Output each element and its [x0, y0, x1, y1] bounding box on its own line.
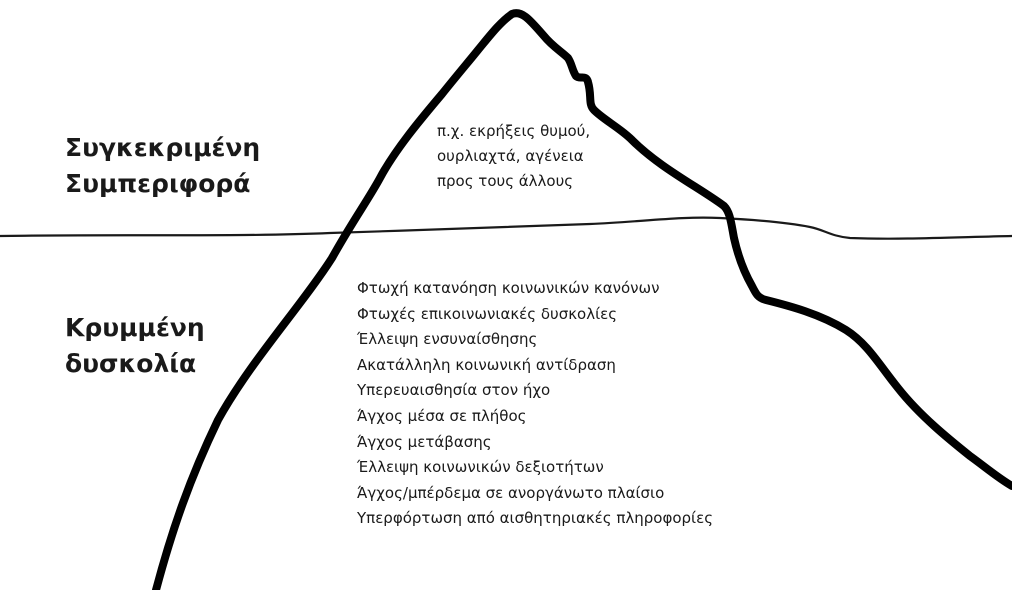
iceberg-outline	[152, 9, 1012, 590]
list-item: Υπερευαισθησία στον ήχο	[357, 381, 551, 400]
example-line: π.χ. εκρήξεις θυμού,	[437, 122, 591, 140]
list-item: Φτωχές επικοινωνιακές δυσκολίες	[357, 304, 618, 323]
water-line	[0, 216, 1012, 240]
hidden-label-line: Κρυμμένη	[65, 313, 205, 342]
list-item: Άγχος μετάβασης	[357, 432, 492, 451]
hidden-difficulties-list: Φτωχή κατανόηση κοινωνικών κανόνων Φτωχέ…	[357, 276, 713, 532]
example-line: ουρλιαχτά, αγένεια	[437, 147, 584, 165]
hidden-label-line: δυσκολία	[65, 349, 197, 378]
example-line: προς τους άλλους	[437, 172, 574, 190]
visible-label-line: Συγκεκριμένη	[65, 133, 261, 162]
visible-behavior-label: Συγκεκριμένη Συμπεριφορά	[65, 130, 260, 202]
list-item: Φτωχή κατανόηση κοινωνικών κανόνων	[357, 279, 660, 297]
list-item: Έλλειψη κοινωνικών δεξιοτήτων	[357, 458, 604, 477]
list-item: Άγχος μέσα σε πλήθος	[357, 406, 527, 425]
list-item: Άγχος/μπέρδεμα σε ανοργάνωτο πλαίσιο	[357, 483, 665, 502]
hidden-difficulty-label: Κρυμμένη δυσκολία	[65, 310, 205, 382]
list-item: Υπερφόρτωση από αισθητηριακές πληροφορίε…	[357, 509, 714, 528]
visible-behavior-examples: π.χ. εκρήξεις θυμού, ουρλιαχτά, αγένεια …	[437, 119, 590, 194]
list-item: Έλλειψη ενσυναίσθησης	[357, 330, 538, 349]
list-item: Ακατάλληλη κοινωνική αντίδραση	[357, 355, 616, 374]
visible-label-line: Συμπεριφορά	[65, 169, 251, 198]
